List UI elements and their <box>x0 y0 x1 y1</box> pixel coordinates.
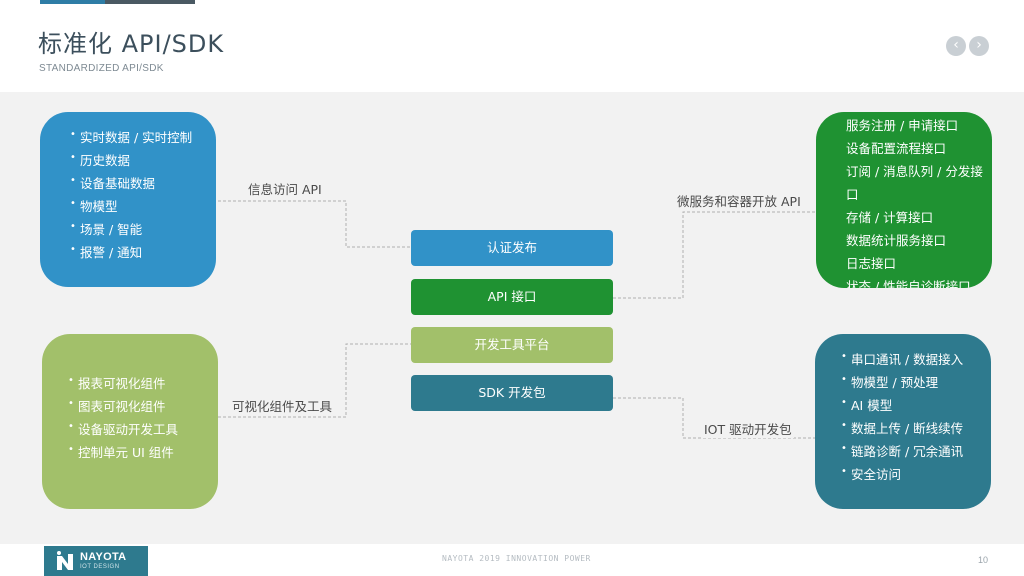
list-item: 设备配置流程接口 <box>846 141 947 156</box>
connector-label-iot-driver: IOT 驱动开发包 <box>702 419 794 438</box>
api-interface-block: API 接口 <box>411 279 613 315</box>
connector-label-microservice-api: 微服务和容器开放 API <box>675 191 803 210</box>
page-title: 标准化 API/SDK <box>38 30 225 58</box>
prev-slide-button[interactable]: ‹ <box>946 36 966 56</box>
list-item: 报表可视化组件 <box>64 369 208 395</box>
logo-n-icon <box>57 551 73 570</box>
connector-lines <box>218 200 816 439</box>
list-item: 设备基础数据 <box>66 169 204 195</box>
brand-logo: NAYOTA IOT DESIGN <box>44 546 148 576</box>
list-item: 控制单元 UI 组件 <box>64 438 208 464</box>
list-item: AI 模型 <box>837 391 983 417</box>
footer: NAYOTA IOT DESIGN NAYOTA 2019 INNOVATION… <box>0 544 1024 576</box>
next-slide-button[interactable]: › <box>969 36 989 56</box>
list-item: 实时数据 / 实时控制 <box>66 123 204 149</box>
list-item: 状态 / 性能自诊断接口 <box>846 279 971 288</box>
card-iot-driver: 串口通讯 / 数据接入 物模型 / 预处理 AI 模型 数据上传 / 断线续传 … <box>815 334 991 509</box>
card-data-access: 实时数据 / 实时控制 历史数据 设备基础数据 物模型 场景 / 智能 报警 /… <box>40 112 216 287</box>
list-item: 订阅 / 消息队列 / 分发接口 <box>846 164 983 202</box>
logo-name: NAYOTA <box>80 551 127 563</box>
list-item: 图表可视化组件 <box>64 392 208 418</box>
page-number: 10 <box>978 555 989 565</box>
list-item: 场景 / 智能 <box>66 215 204 241</box>
list-item: 日志接口 <box>846 256 897 271</box>
list-item: 链路诊断 / 冗余通讯 <box>837 437 983 463</box>
top-accent-bar-dark <box>105 0 195 4</box>
auth-publish-block: 认证发布 <box>411 230 613 266</box>
dev-tools-platform-block: 开发工具平台 <box>411 327 613 363</box>
chevron-right-icon: › <box>976 37 982 53</box>
list-item: 串口通讯 / 数据接入 <box>837 345 983 371</box>
list-item: 数据统计服务接口 <box>846 233 947 248</box>
list-item: 存储 / 计算接口 <box>846 210 934 225</box>
list-item: 报警 / 通知 <box>66 238 204 264</box>
connector-label-visual-tools: 可视化组件及工具 <box>230 396 335 415</box>
list-item: 物模型 / 预处理 <box>837 368 983 394</box>
diagram-area: 实时数据 / 实时控制 历史数据 设备基础数据 物模型 场景 / 智能 报警 /… <box>0 92 1024 544</box>
list-item: 设备驱动开发工具 <box>64 415 208 441</box>
list-item: 数据上传 / 断线续传 <box>837 414 983 440</box>
card-visual-components: 报表可视化组件 图表可视化组件 设备驱动开发工具 控制单元 UI 组件 <box>42 334 218 509</box>
chevron-left-icon: ‹ <box>953 37 959 53</box>
list-item: 安全访问 <box>837 460 983 486</box>
list-item: 物模型 <box>66 192 204 218</box>
sdk-package-block: SDK 开发包 <box>411 375 613 411</box>
card-microservice-interfaces: 服务注册 / 申请接口 设备配置流程接口 订阅 / 消息队列 / 分发接口 存储… <box>816 112 992 288</box>
logo-tagline: IOT DESIGN <box>80 564 120 570</box>
footer-tagline: NAYOTA 2019 INNOVATION POWER <box>442 554 591 563</box>
list-item: 服务注册 / 申请接口 <box>846 118 959 133</box>
list-item: 历史数据 <box>66 146 204 172</box>
page-subtitle: STANDARDIZED API/SDK <box>39 63 164 74</box>
connector-label-info-api: 信息访问 API <box>246 179 324 198</box>
